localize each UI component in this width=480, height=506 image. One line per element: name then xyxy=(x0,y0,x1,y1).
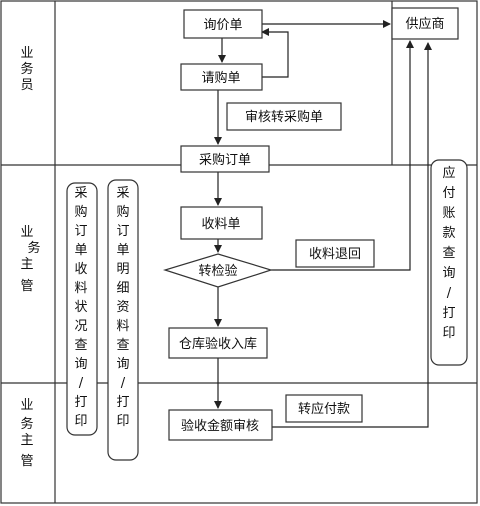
receipt-box xyxy=(180,206,263,240)
panel-char: / xyxy=(121,376,126,391)
po-receipt-status-panel xyxy=(66,182,98,436)
panel-char: 打 xyxy=(442,306,455,321)
warehouse-in-label: 仓库验收入库 xyxy=(179,336,257,352)
panel-char: 款 xyxy=(442,226,455,241)
lane-char: 管 xyxy=(20,454,33,469)
panel-char: 印 xyxy=(116,414,129,429)
panel-char: 料 xyxy=(116,319,129,334)
lane-char: 业 xyxy=(20,46,33,61)
lane-char: 务 xyxy=(20,61,33,77)
supplier-label: 供应商 xyxy=(405,16,444,32)
inspection-diamond xyxy=(162,253,274,288)
lane-char: 务 xyxy=(27,240,40,256)
lane-char: 员 xyxy=(20,78,33,93)
panel-char: 收 xyxy=(74,262,87,277)
panel-char: / xyxy=(447,286,452,301)
panel-char: 单 xyxy=(116,243,129,258)
inquiry-box xyxy=(183,9,263,39)
inquiry-label: 询价单 xyxy=(203,18,242,33)
panel-char: 状 xyxy=(74,300,87,315)
panel-char: 查 xyxy=(74,338,87,353)
panel-char: 单 xyxy=(74,243,87,258)
lane-char: 主 xyxy=(20,433,33,448)
panel-char: 查 xyxy=(116,338,129,353)
amount-review-label: 验收金额审核 xyxy=(181,418,259,434)
inspection-label: 转检验 xyxy=(198,263,237,279)
purchase-order-label: 采购订单 xyxy=(199,152,251,168)
panel-char: 询 xyxy=(116,357,129,372)
panel-char: 料 xyxy=(74,281,87,296)
payable-query-panel xyxy=(430,159,468,366)
panel-char: 账 xyxy=(442,206,455,221)
requisition-label: 请购单 xyxy=(201,70,240,86)
lane-char: 业 xyxy=(20,225,33,240)
purchase-order-box xyxy=(180,145,270,173)
arrow-review-supplier xyxy=(272,42,432,428)
to-payable-label: 转应付款 xyxy=(298,401,350,417)
panel-char: 询 xyxy=(442,266,455,281)
panel-char: 查 xyxy=(442,246,455,261)
panel-char: 打 xyxy=(116,395,129,410)
panel-char: 采 xyxy=(116,186,129,201)
panel-char: 询 xyxy=(74,357,87,372)
lane-label-supervisor-2: 业 务 主 管 xyxy=(20,398,33,469)
receipt-label: 收料单 xyxy=(201,217,240,232)
payable-query-text: 应 付 账 款 查 询 / 打 印 xyxy=(442,165,455,341)
panel-char: 采 xyxy=(74,186,87,201)
panel-char: 购 xyxy=(116,204,129,220)
lane-label-supervisor-1: 业 务 主 管 xyxy=(20,225,40,294)
lane-char: 务 xyxy=(20,416,33,432)
panel-char: 细 xyxy=(116,281,129,296)
lane-char: 业 xyxy=(20,398,33,413)
panel-char: 购 xyxy=(74,204,87,220)
return-label: 收料退回 xyxy=(309,247,361,262)
panel-char: 打 xyxy=(74,395,87,410)
amount-review-box xyxy=(168,409,273,441)
panel-char: 印 xyxy=(74,414,87,429)
requisition-box xyxy=(180,63,263,91)
lane-char: 管 xyxy=(20,279,33,294)
panel-char: 订 xyxy=(116,224,129,239)
connectors xyxy=(214,20,432,428)
panel-char: 应 xyxy=(442,165,455,181)
warehouse-in-box xyxy=(168,327,268,359)
panel-char: 订 xyxy=(74,224,87,239)
panel-char: 付 xyxy=(442,186,455,201)
panel-char: 印 xyxy=(442,326,455,341)
return-box xyxy=(295,239,375,268)
po-detail-text: 采 购 订 单 明 细 资 料 查 询 / 打 印 xyxy=(116,186,129,429)
lane-label-salesperson: 业 务 员 xyxy=(20,46,33,93)
panel-char: 明 xyxy=(116,262,129,277)
to-purchase-box xyxy=(226,102,342,131)
po-receipt-status-text: 采 购 订 单 收 料 状 况 查 询 / 打 印 xyxy=(74,186,87,429)
panel-char: 资 xyxy=(116,300,129,315)
panel-char: / xyxy=(79,376,84,391)
supplier-box xyxy=(391,7,459,40)
arrow-inspection-supplier xyxy=(271,40,414,271)
to-purchase-label: 审核转采购单 xyxy=(245,109,323,125)
po-detail-panel xyxy=(107,179,139,461)
lane-char: 主 xyxy=(20,257,33,272)
panel-char: 况 xyxy=(74,319,87,334)
to-payable-box xyxy=(285,394,363,423)
arrow-requisition-loop xyxy=(261,28,289,78)
